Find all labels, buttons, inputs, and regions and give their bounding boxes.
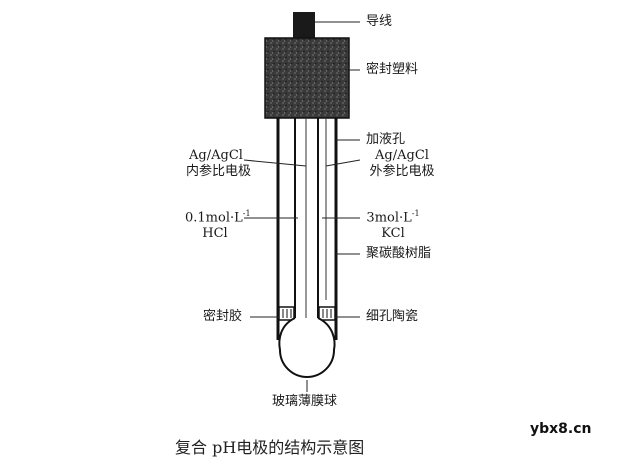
inner-reference-line2: 内参比电极 [186, 164, 252, 179]
hcl-name: HCl [202, 226, 228, 242]
kcl-label: 3mol·L-1 KCl [362, 206, 424, 242]
glass-bulb [278, 317, 336, 378]
polycarbonate-label: 聚碳酸树脂 [366, 246, 432, 261]
ceramic-label: 细孔陶瓷 [366, 309, 419, 324]
wire-cap [293, 12, 315, 38]
hcl-concentration: 0.1mol·L [185, 210, 243, 226]
kcl-name: KCl [381, 226, 405, 242]
sealing-plastic-block [264, 37, 350, 119]
sealant-label: 密封胶 [203, 309, 243, 324]
kcl-exponent: -1 [411, 209, 420, 218]
kcl-concentration: 3mol·L [366, 210, 412, 226]
inner-reference-line1: Ag/AgCl [189, 148, 243, 163]
hcl-label: 0.1mol·L-1 HCl [185, 206, 251, 242]
glass-bulb-label: 玻璃薄膜球 [272, 394, 338, 409]
hcl-exponent: -1 [242, 209, 251, 218]
watermark: ybx8.cn [530, 421, 592, 437]
inner-reference-label: Ag/AgCl 内参比电极 [186, 148, 252, 180]
outer-reference-label: Ag/AgCl 外参比电极 [362, 148, 442, 180]
figure-caption: 复合 pH电极的结构示意图 [175, 438, 365, 457]
filling-hole-label: 加液孔 [366, 132, 406, 147]
outer-reference-line2: 外参比电极 [369, 164, 435, 179]
sealing-plastic-label: 密封塑料 [366, 62, 419, 77]
wire-label: 导线 [366, 14, 393, 29]
outer-reference-line1: Ag/AgCl [375, 148, 429, 163]
